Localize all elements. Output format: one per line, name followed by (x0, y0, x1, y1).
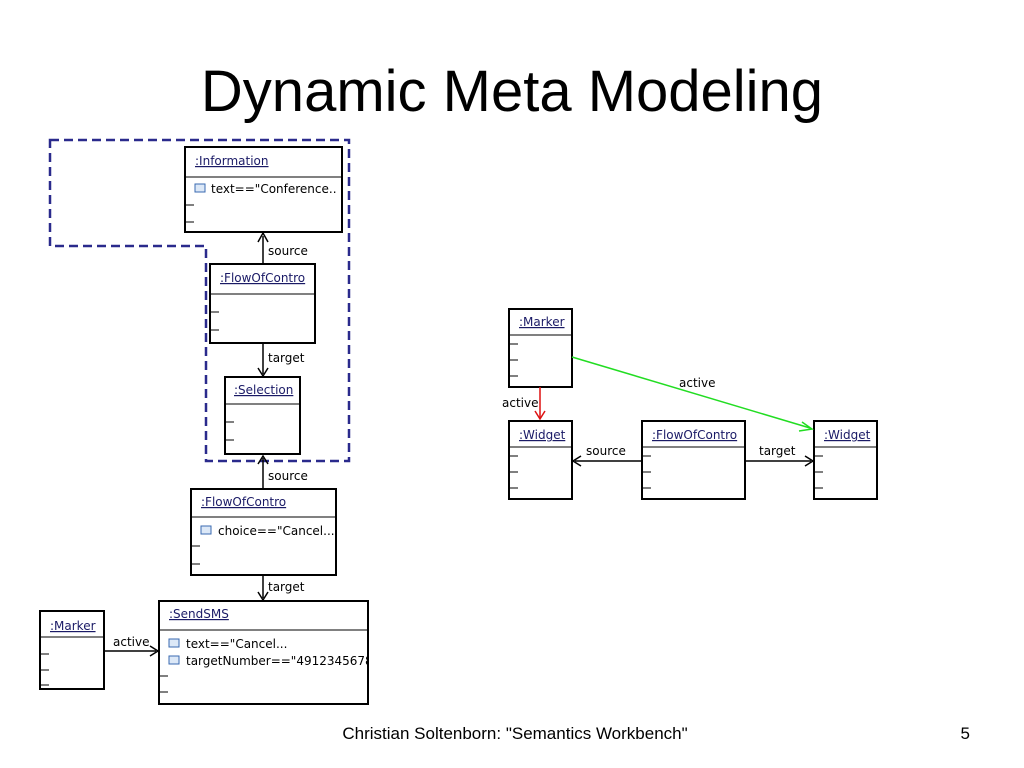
node-name: :FlowOfContro (652, 428, 737, 442)
marker-node: :Marker (39, 610, 105, 690)
information-node: :Information text=="Conference.. (184, 146, 343, 233)
widget-node: :Widget (813, 420, 878, 500)
node-name: :FlowOfContro (220, 271, 305, 285)
node-name: :Marker (519, 315, 565, 329)
send-sms-node: :SendSMS text=="Cancel... targetNumber==… (158, 600, 380, 705)
node-name: :Widget (519, 428, 566, 442)
edge-label: target (759, 444, 796, 458)
dashed-match-frame (48, 138, 351, 463)
node-attribute: text=="Cancel... (186, 637, 287, 651)
edge-label: source (586, 444, 626, 458)
node-name: :Marker (50, 619, 96, 633)
edge-label: active (679, 376, 715, 390)
node-attribute: text=="Conference.. (211, 182, 337, 196)
edge-label: active (502, 396, 538, 410)
edge-target-2: target (257, 575, 305, 602)
flow-of-control-node: :FlowOfContro choice=="Cancel... (190, 488, 337, 576)
edge-active-red: active (502, 387, 546, 421)
edge-label: source (268, 469, 308, 483)
node-name: :Information (195, 154, 269, 168)
edge-label: target (268, 351, 305, 365)
node-name: :SendSMS (169, 607, 229, 621)
edge-active-left: active (104, 635, 160, 657)
node-attribute: choice=="Cancel... (218, 524, 335, 538)
edge-label: source (268, 244, 308, 258)
slide-footer: Christian Soltenborn: "Semantics Workben… (342, 724, 688, 743)
edge-source-2: source (257, 454, 308, 489)
attribute-icon (200, 525, 212, 535)
edge-source-1: source (257, 231, 308, 264)
slide-title: Dynamic Meta Modeling (200, 59, 824, 124)
attribute-icon (168, 655, 180, 665)
edge-label: active (113, 635, 149, 649)
node-name: :Selection (234, 383, 293, 397)
marker-node: :Marker (508, 308, 573, 388)
widget-node: :Widget (508, 420, 573, 500)
edge-target-1: target (257, 343, 305, 378)
attribute-icon (168, 638, 180, 648)
edge-active-green: active (571, 356, 814, 432)
attribute-icon (194, 183, 206, 193)
node-attribute: targetNumber=="49123456789 (186, 654, 380, 668)
flow-of-control-node: :FlowOfContro (641, 420, 746, 500)
edge-label: target (268, 580, 305, 594)
flow-of-control-node: :FlowOfContro (209, 263, 316, 344)
node-name: :FlowOfContro (201, 495, 286, 509)
edge-source-right: source (571, 444, 642, 467)
node-name: :Widget (824, 428, 871, 442)
selection-node: :Selection (224, 376, 301, 455)
page-number: 5 (960, 724, 970, 743)
edge-target-right: target (745, 444, 815, 467)
